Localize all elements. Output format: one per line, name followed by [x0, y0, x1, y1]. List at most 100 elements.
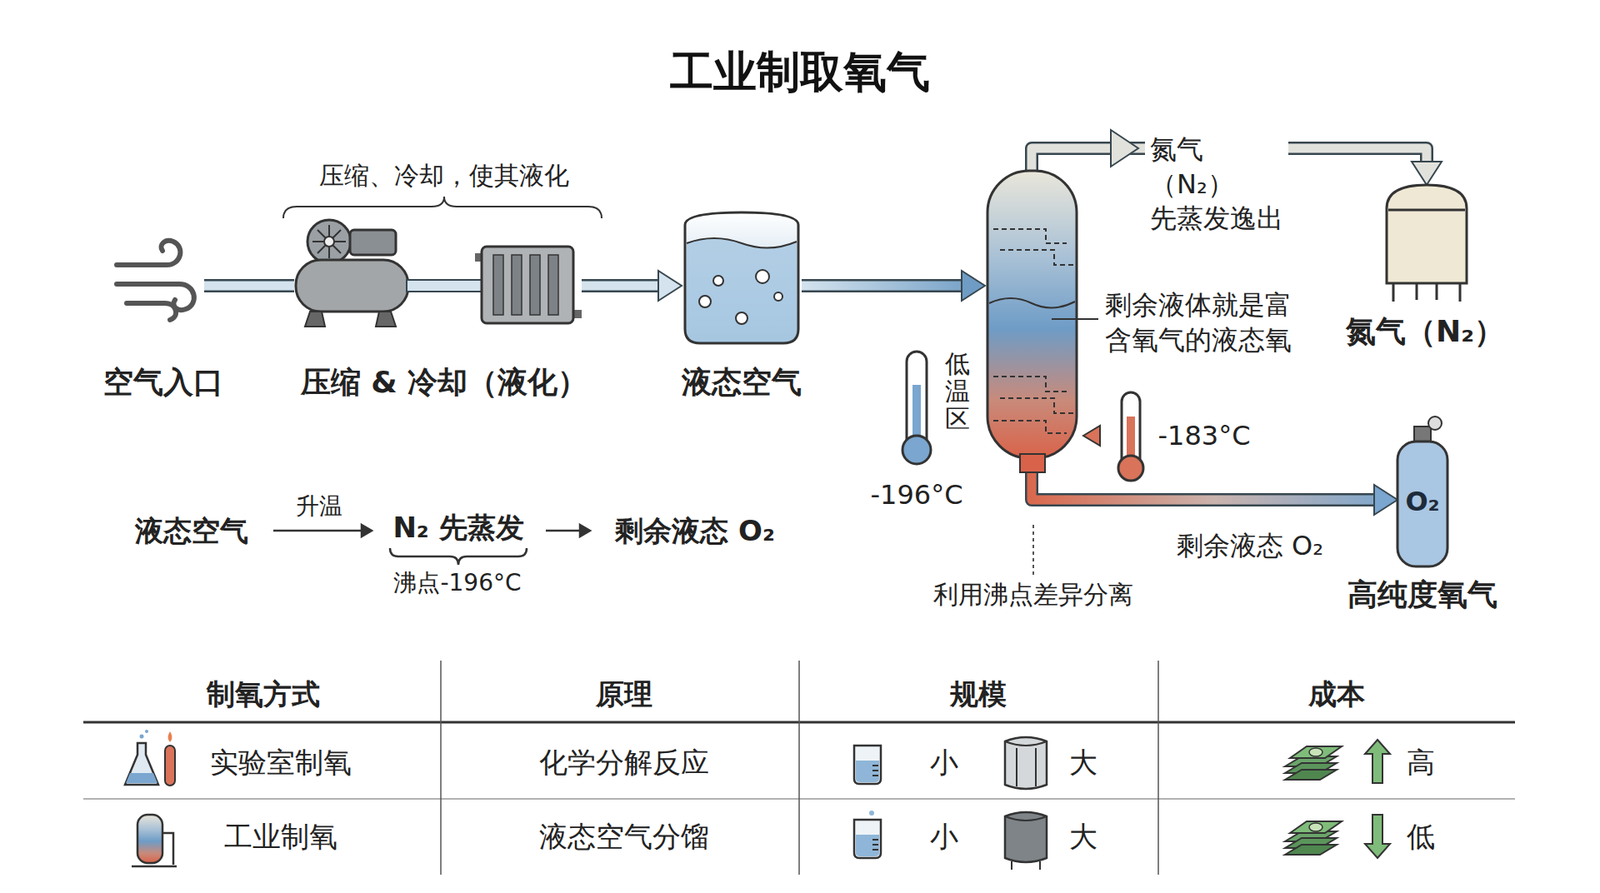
distillation-column	[987, 170, 1099, 473]
node-shape: 压缩 & 冷却（液化）	[294, 219, 582, 327]
cooler	[493, 255, 504, 315]
compressor	[295, 220, 409, 327]
text-label: -183°C	[1158, 420, 1251, 452]
compressor	[312, 225, 346, 259]
liquid-air-tank	[686, 238, 797, 342]
text-label: 小	[930, 745, 959, 780]
connector-pipe	[581, 270, 682, 301]
pipe-outline	[801, 279, 964, 293]
oxygen-cylinder	[1397, 416, 1448, 567]
air-inlet-icon	[116, 284, 195, 310]
liquid-air-tank	[685, 212, 799, 344]
text-label: 工业制氧	[224, 820, 338, 855]
cooler	[511, 255, 522, 315]
distillation-column	[987, 170, 1077, 459]
arrowhead	[658, 270, 682, 301]
industrial-icon	[131, 833, 177, 867]
text-label: 小	[930, 820, 959, 855]
text-label: -196°C	[870, 479, 964, 511]
formula-arrows	[390, 548, 527, 565]
lab-icon	[125, 730, 175, 786]
industrial-icon	[131, 815, 177, 867]
edge-label: 氮气（N₂） 先蒸发逸出	[1145, 132, 1289, 237]
industrial-icon	[137, 815, 163, 864]
text-label: 剩余液体就是富含氧气的液态氧	[1105, 288, 1297, 358]
lab-icon	[140, 735, 145, 740]
liquid-air-tank	[685, 212, 799, 344]
node-label: 压缩 & 冷却（液化）	[300, 364, 588, 400]
arrowhead	[961, 270, 985, 301]
liquid-air-tank	[686, 238, 797, 249]
compressor	[307, 220, 351, 264]
edge-label: 剩余液态 O₂	[1173, 530, 1327, 562]
text-label: 大	[1069, 820, 1098, 855]
text-label: 高	[1406, 745, 1435, 780]
text-label: 规模	[950, 677, 1007, 712]
lab-icon	[165, 745, 175, 786]
pipe	[406, 280, 482, 292]
node-label: 空气入口	[103, 364, 224, 400]
cost-icons	[1285, 746, 1342, 780]
formula-arrows	[273, 530, 364, 533]
liquid-air-tank	[713, 275, 724, 286]
text-label: 低温区	[945, 350, 970, 433]
liquid-air-tank	[774, 292, 783, 301]
text-label: 液态空气分馏	[539, 820, 710, 855]
node-label: 高纯度氧气	[1347, 576, 1498, 613]
text-label: 低	[1406, 820, 1435, 855]
thermometer-warm	[1083, 425, 1100, 446]
bracket	[283, 196, 602, 219]
thermometer-warm	[1083, 392, 1144, 481]
arrowhead	[1411, 161, 1442, 185]
formula-arrows	[545, 530, 582, 533]
cooler	[548, 255, 559, 315]
lab-icon	[168, 731, 173, 743]
oxygen-cylinder	[1397, 441, 1448, 567]
scale-icons	[869, 810, 875, 816]
nitrogen-tank	[1386, 185, 1467, 302]
distillation-column	[989, 298, 1075, 309]
scale-icons	[854, 820, 881, 859]
pipe-outline	[204, 279, 295, 293]
text-label: 剩余液态 O₂	[615, 514, 775, 549]
node-label: 液态空气	[681, 364, 802, 400]
pipe	[406, 280, 482, 292]
scale-icons	[854, 737, 1047, 870]
connector-pipe	[801, 270, 985, 301]
distillation-column	[1020, 454, 1045, 473]
scale-icons	[854, 745, 881, 785]
text-label: 原理	[595, 677, 653, 712]
pipe-fill	[801, 281, 964, 291]
pipe-outline	[581, 279, 660, 293]
air-inlet-icon	[126, 303, 176, 320]
title: 工业制取氧气	[670, 45, 930, 98]
pipe-outline	[1031, 470, 1376, 500]
text-label: 压缩、冷却，使其液化	[319, 160, 570, 191]
node-shape: 液态空气	[681, 210, 802, 345]
scale-icons	[1005, 816, 1047, 870]
bracket	[283, 196, 602, 219]
node-label: O₂	[1405, 485, 1440, 518]
compressor	[295, 260, 409, 312]
text-label: 液态空气	[135, 514, 249, 549]
node-shape: 空气入口	[112, 250, 205, 322]
text-label: 实验室制氧	[210, 745, 352, 780]
cost-icons	[1285, 821, 1342, 855]
nitrogen-tank	[1386, 185, 1467, 284]
liquid-air-tank	[735, 312, 748, 325]
arrowhead	[1374, 485, 1398, 515]
connector-pipe	[1031, 470, 1398, 515]
lab-icon	[125, 773, 158, 784]
text-label: N₂ 先蒸发	[392, 510, 524, 545]
distillation-column	[993, 229, 1075, 434]
scale-icons	[1005, 741, 1047, 787]
thermometer-cold	[902, 435, 931, 465]
air-inlet-icon	[116, 240, 180, 265]
leader-line	[1032, 525, 1035, 575]
connector-pipe	[204, 285, 295, 287]
thermometer-warm	[1118, 455, 1144, 481]
node-label: 利用沸点差异分离	[933, 580, 1134, 610]
formula-arrows	[580, 525, 590, 537]
node-shape: 利用沸点差异分离	[985, 170, 1079, 471]
